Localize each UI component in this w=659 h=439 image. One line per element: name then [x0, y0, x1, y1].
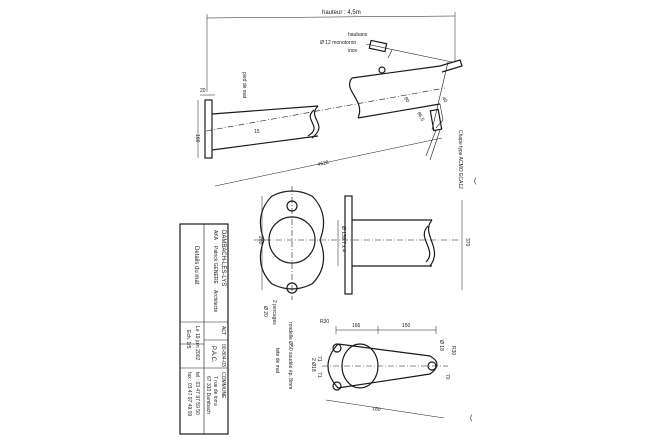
base-plate-view: 280 Ø 139.7 x 4 370 2 percages Ø 20 [254, 186, 470, 325]
height-label: hauteur : 4,5m [322, 10, 361, 16]
commune-name: DAMBACH-LES-LYS [220, 230, 226, 286]
cable-material: inox [348, 48, 358, 54]
fax: fax : 03 47 97 49 09 [186, 372, 192, 416]
address-2: 7 rue de lorra [212, 376, 218, 406]
clamp-label: Chape type ACMO ECA12 [457, 130, 463, 189]
tube-label: Ø 139.7 x 4 [340, 226, 346, 252]
sheet-title: Details du mat [193, 246, 199, 285]
overall-height-dimension: hauteur : 4,5m [206, 10, 456, 92]
r30-right: R30 [450, 346, 456, 355]
scale: Ech. 1/5 [185, 330, 191, 349]
sheet-mark: ( [474, 178, 477, 185]
dim-166-left: 166 [194, 134, 200, 143]
architect-role: Architecte [212, 290, 218, 312]
haubans-label: haubans [348, 32, 368, 38]
dim-4628: 4628 [317, 160, 329, 168]
dim-86: 86,5 [415, 111, 425, 123]
pied-label: pied de mat [241, 72, 247, 99]
phone: tel : 03 47 97 59 50 [194, 372, 200, 415]
dim-150: 150 [402, 323, 411, 329]
title-block: DAMBACH-LES-LYS AKA Patrick GENERE Archi… [179, 223, 229, 435]
dim-71b: 71 [316, 372, 322, 378]
address-1: COMMUNE [220, 372, 226, 399]
r30-left: R30 [320, 319, 329, 325]
dim-40: 40 [440, 96, 448, 104]
rondelle-label: rondelle Ø50 soudée ép. 8mm [287, 322, 293, 389]
dim-280: 280 [257, 236, 263, 245]
alt-label: ALT [220, 326, 226, 335]
dim-70: 70 [444, 374, 450, 380]
dim-370: 370 [464, 238, 470, 247]
cable-label: Ø 12 monotoron [320, 40, 356, 46]
architect-name: Patrick GENERE [212, 246, 218, 284]
dia-18b: 2 Ø18 [310, 358, 316, 372]
perc-dia: Ø 20 [262, 306, 268, 317]
phase: P.A.C. [210, 346, 216, 363]
address-3: 67 310 Dambach [205, 376, 211, 414]
dim-20: 20 [200, 88, 206, 94]
dim-71a: 71 [316, 356, 322, 362]
dim-180: 180 [372, 406, 381, 413]
dim-166: 166 [352, 323, 361, 329]
sheet-mark-2: ( [470, 415, 473, 422]
dim-80: 80 [402, 96, 410, 104]
mast-head-plate: 166 150 180 R30 R30 Ø 18 2 Ø18 71 71 70 … [274, 319, 456, 419]
dim-15: 15 [254, 129, 260, 135]
perc-label: 2 percages [271, 300, 277, 325]
architect-firm: AKA [212, 230, 218, 241]
tete-label: tete de mat [274, 348, 280, 374]
ref-number: 00-804-03 [220, 344, 226, 367]
dia-18: Ø 18 [438, 340, 444, 351]
date: Le 19 juin 2002 [194, 326, 200, 360]
mast-elevation: 166 20 15 4628 80 86,5 40 [194, 39, 463, 187]
